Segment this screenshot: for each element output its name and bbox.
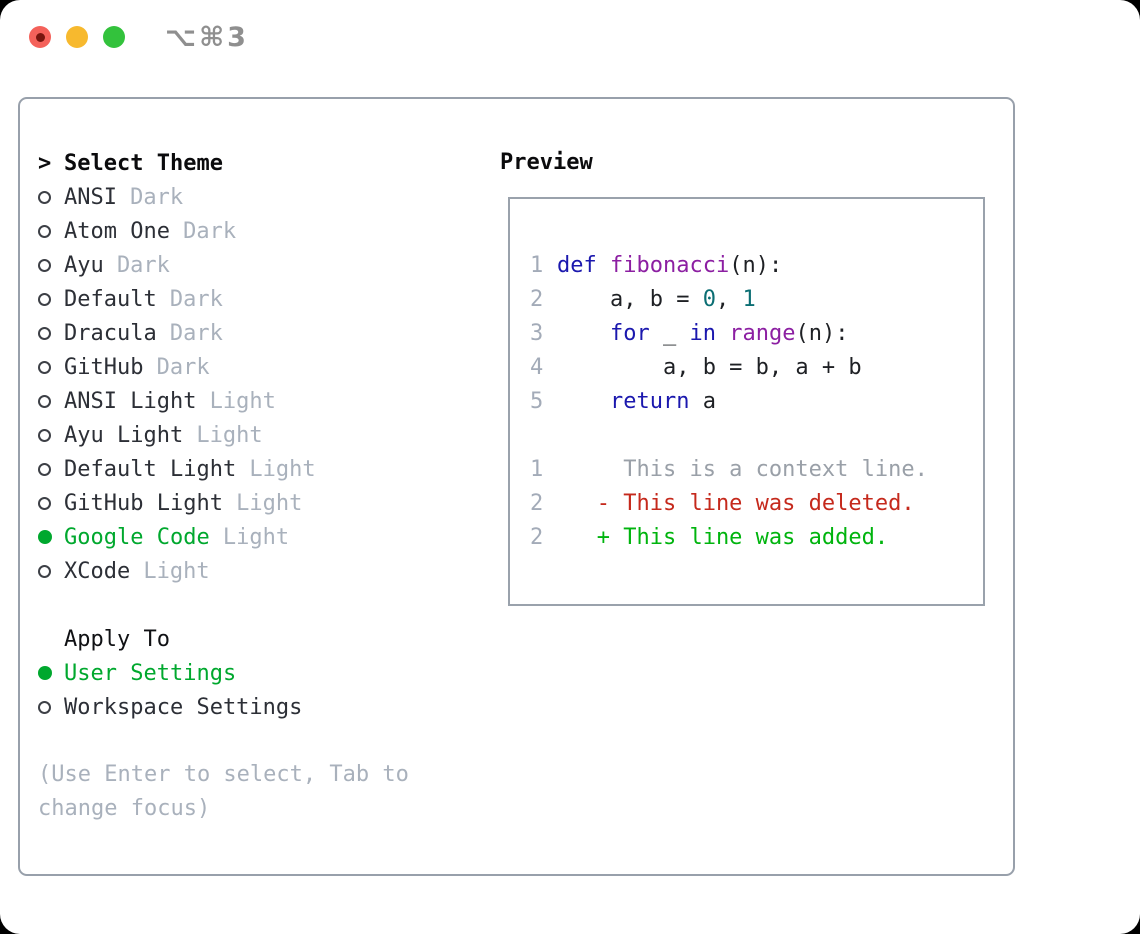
apply-to-header: Apply To xyxy=(38,622,500,656)
theme-option[interactable]: GitHub Light Light xyxy=(38,486,500,520)
theme-name: Google Code xyxy=(64,524,210,550)
preview-blank-line xyxy=(530,418,983,452)
theme-variant-badge: Dark xyxy=(183,218,237,244)
theme-list: ANSI Dark Atom One Dark Ayu Dark Default… xyxy=(38,180,500,588)
theme-variant-badge: Dark xyxy=(130,184,184,210)
preview-line: 2 - This line was deleted. xyxy=(530,486,983,520)
apply-to-title: Apply To xyxy=(64,626,170,652)
radio-circle-icon xyxy=(38,292,51,306)
theme-variant-badge: Dark xyxy=(169,286,223,312)
theme-variant-badge: Light xyxy=(236,490,303,516)
theme-option[interactable]: Google Code Light xyxy=(38,520,500,554)
radio-circle-icon xyxy=(38,326,51,340)
code-text: a, b = b, a + b xyxy=(557,354,862,380)
line-number: 1 xyxy=(530,456,544,482)
line-number: 4 xyxy=(530,354,544,380)
code-text: for _ in range(n): xyxy=(609,320,849,346)
theme-name: Default xyxy=(64,286,157,312)
radio-circle-icon xyxy=(38,190,51,204)
apply-to-option[interactable]: User Settings xyxy=(38,656,500,690)
theme-name: GitHub Light xyxy=(64,490,223,516)
line-number: 3 xyxy=(530,320,544,346)
select-theme-header: > Select Theme xyxy=(38,146,500,180)
theme-option[interactable]: ANSI Dark xyxy=(38,180,500,214)
preview-line: 1 This is a context line. xyxy=(530,452,983,486)
theme-variant-badge: Dark xyxy=(116,252,170,278)
radio-circle-icon xyxy=(38,700,51,714)
apply-to-list: User Settings Workspace Settings xyxy=(38,656,500,724)
preview-line: 5 return a xyxy=(530,384,983,418)
radio-circle-icon xyxy=(38,224,51,238)
theme-variant-badge: Dark xyxy=(156,354,210,380)
radio-circle-icon xyxy=(38,530,52,544)
main-panel: > Select Theme ANSI Dark Atom One Dark A… xyxy=(18,97,1015,876)
focus-caret-icon: > xyxy=(38,150,52,176)
preview-line: 4 a, b = b, a + b xyxy=(530,350,983,384)
radio-circle-icon xyxy=(38,666,52,680)
theme-option[interactable]: Default Dark xyxy=(38,282,500,316)
theme-name: ANSI Light xyxy=(64,388,197,414)
line-number: 5 xyxy=(530,388,544,414)
code-text: + This line was added. xyxy=(557,524,889,550)
theme-option[interactable]: Ayu Dark xyxy=(38,248,500,282)
preview-line: 1 def fibonacci(n): xyxy=(530,248,983,282)
theme-name: Default Light xyxy=(64,456,237,482)
code-text: a, b = 0, 1 xyxy=(557,286,756,312)
theme-column: > Select Theme ANSI Dark Atom One Dark A… xyxy=(38,146,500,874)
code-text: return a xyxy=(609,388,716,414)
theme-name: Ayu Light xyxy=(64,422,184,448)
preview-title: Preview xyxy=(500,150,593,175)
preview-line: 2 a, b = 0, 1 xyxy=(530,282,983,316)
line-number: 2 xyxy=(530,524,544,550)
radio-circle-icon xyxy=(38,564,51,578)
theme-variant-badge: Light xyxy=(143,558,210,584)
titlebar: ⌥⌘3 xyxy=(0,0,1140,75)
theme-variant-badge: Light xyxy=(249,456,316,482)
close-button[interactable] xyxy=(29,26,51,48)
theme-variant-badge: Light xyxy=(209,388,276,414)
zoom-button[interactable] xyxy=(103,26,125,48)
apply-to-option[interactable]: Workspace Settings xyxy=(38,690,500,724)
code-text: This is a context line. xyxy=(557,456,928,482)
theme-name: XCode xyxy=(64,558,131,584)
code-text: def fibonacci(n): xyxy=(557,252,783,278)
theme-variant-badge: Light xyxy=(196,422,263,448)
record-dot-icon xyxy=(35,32,45,42)
preview-line: 2 + This line was added. xyxy=(530,520,983,554)
radio-circle-icon xyxy=(38,428,51,442)
theme-variant-badge: Light xyxy=(222,524,290,550)
line-number: 1 xyxy=(530,252,544,278)
apply-option-name: Workspace Settings xyxy=(64,694,303,720)
preview-line: 3 for _ in range(n): xyxy=(530,316,983,350)
theme-option[interactable]: Dracula Dark xyxy=(38,316,500,350)
line-number: 2 xyxy=(530,490,544,516)
theme-option[interactable]: ANSI Light Light xyxy=(38,384,500,418)
theme-option[interactable]: GitHub Dark xyxy=(38,350,500,384)
radio-circle-icon xyxy=(38,360,51,374)
radio-circle-icon xyxy=(38,496,51,510)
window-title-shortcut: ⌥⌘3 xyxy=(165,22,249,53)
theme-name: Dracula xyxy=(64,320,157,346)
theme-name: Ayu xyxy=(64,252,104,278)
spacer xyxy=(38,588,500,622)
theme-name: ANSI xyxy=(64,184,117,210)
radio-circle-icon xyxy=(38,258,51,272)
radio-circle-icon xyxy=(38,394,51,408)
theme-variant-badge: Dark xyxy=(169,320,223,346)
theme-option[interactable]: Ayu Light Light xyxy=(38,418,500,452)
select-theme-title: Select Theme xyxy=(64,150,223,176)
code-text: - This line was deleted. xyxy=(557,490,915,516)
apply-option-name: User Settings xyxy=(64,660,237,686)
minimize-button[interactable] xyxy=(66,26,88,48)
theme-option[interactable]: XCode Light xyxy=(38,554,500,588)
theme-name: GitHub xyxy=(64,354,144,380)
theme-option[interactable]: Default Light Light xyxy=(38,452,500,486)
keyboard-hint: (Use Enter to select, Tab to change focu… xyxy=(38,762,409,821)
line-number: 2 xyxy=(530,286,544,312)
theme-option[interactable]: Atom One Dark xyxy=(38,214,500,248)
radio-circle-icon xyxy=(38,462,51,476)
theme-name: Atom One xyxy=(64,218,170,244)
